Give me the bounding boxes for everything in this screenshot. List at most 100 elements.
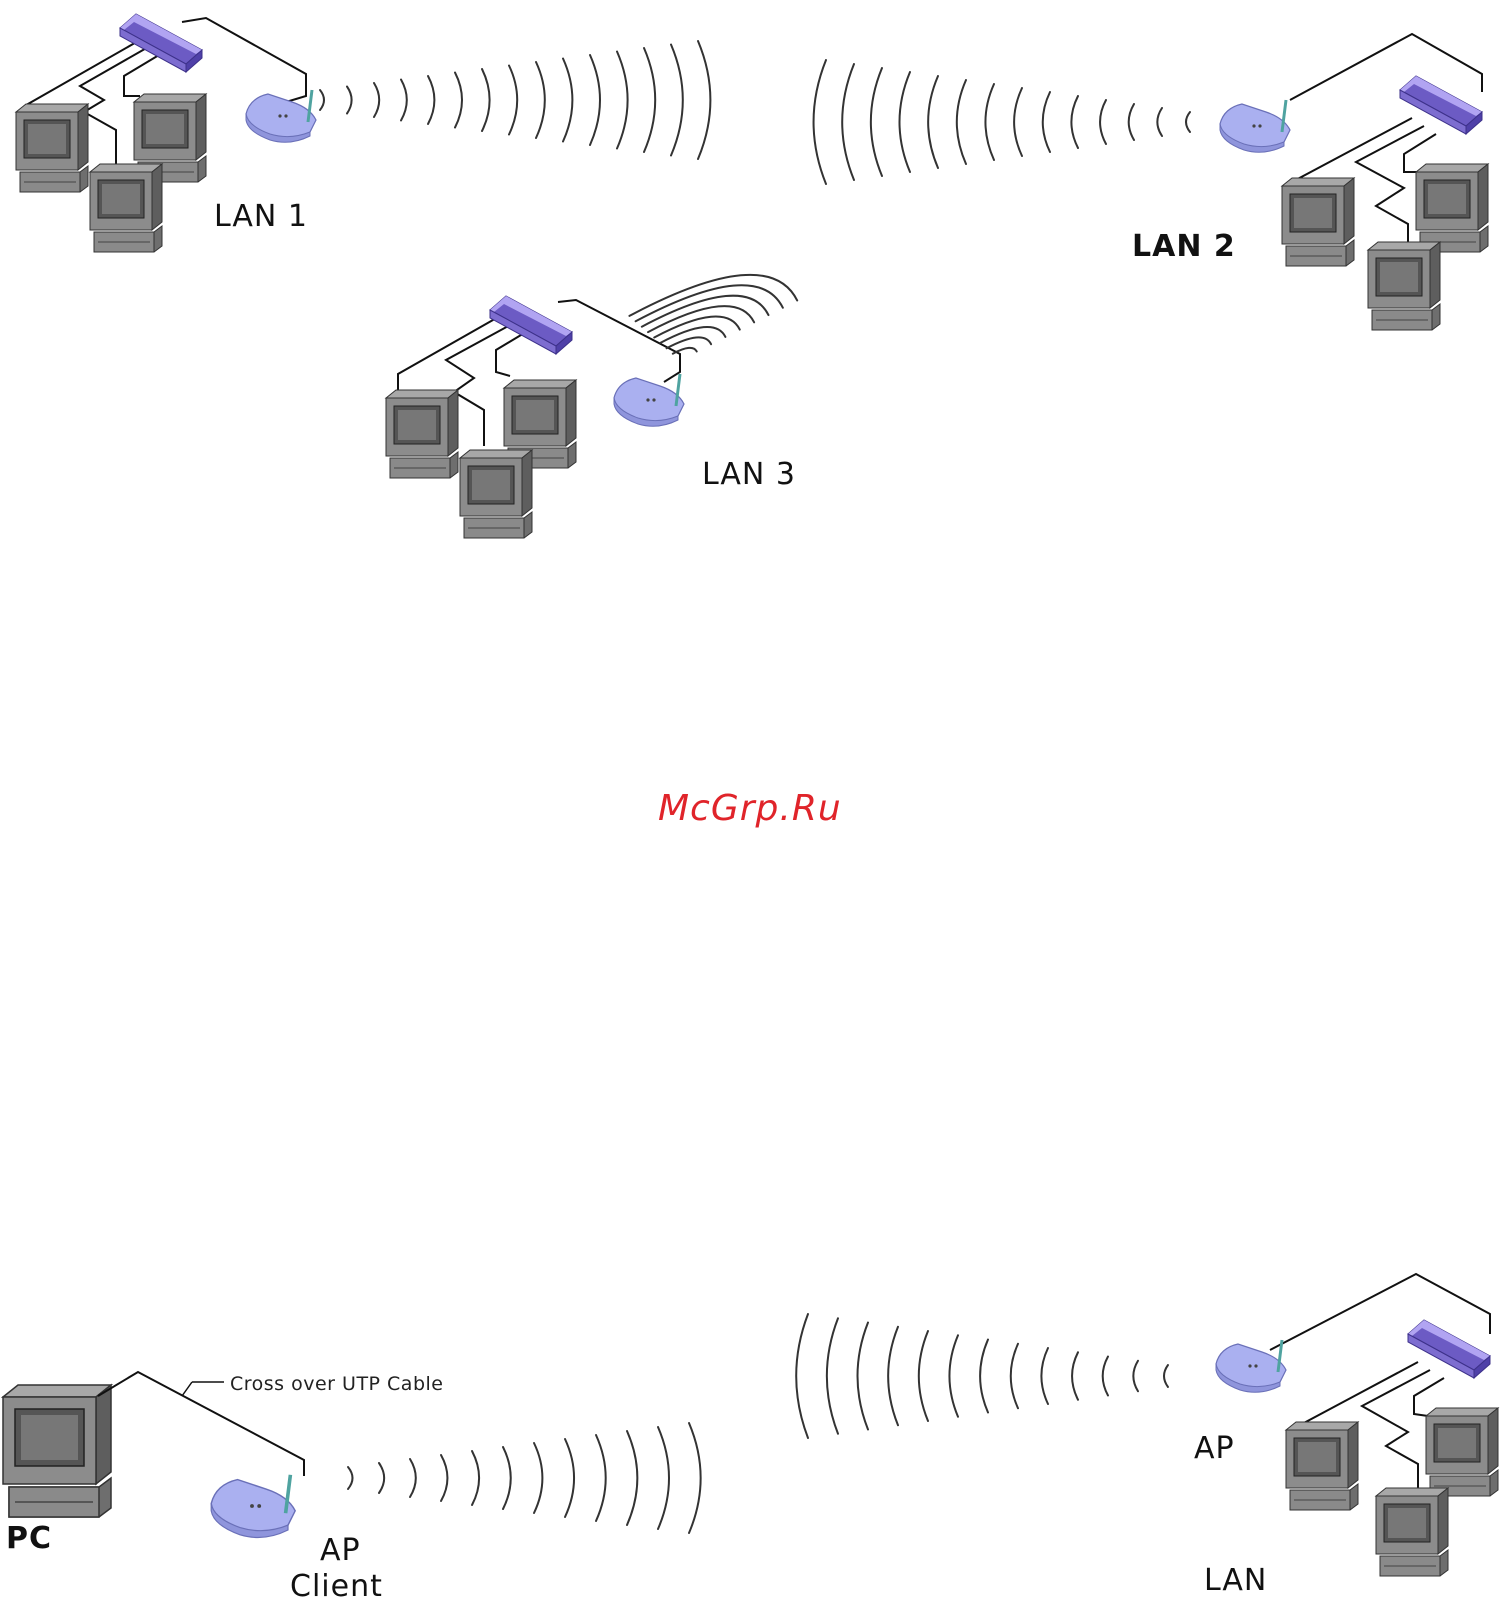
- radio-wave-icon: [455, 73, 462, 128]
- radio-wave-icon: [1041, 1348, 1048, 1404]
- cable-label: Cross over UTP Cable: [230, 1373, 443, 1395]
- desktop-computer-icon: [386, 390, 458, 478]
- radio-wave-icon: [667, 337, 712, 348]
- radio-wave-icon: [689, 1423, 701, 1533]
- ap-label: AP: [1194, 1431, 1235, 1466]
- network-switch-icon: [1400, 76, 1482, 134]
- ap-client-group: Cross over UTP Cable PC AP Client: [3, 1372, 443, 1604]
- ap-lan-group: AP LAN: [1194, 1274, 1498, 1598]
- radio-wave-icon: [658, 1427, 669, 1529]
- radio-wave-icon: [871, 68, 882, 176]
- radio-wave-icon: [1129, 104, 1134, 140]
- radio-wave-icon: [534, 1443, 542, 1513]
- lan3-label: LAN 3: [702, 457, 796, 492]
- ap-client-label-line1: AP: [320, 1533, 361, 1568]
- ap-client-label-line2: Client: [290, 1569, 383, 1604]
- radio-wave-icon: [563, 59, 572, 142]
- radio-wave-icon: [379, 1463, 384, 1493]
- lan3-cable: [558, 300, 680, 382]
- lan-cable: [1362, 1370, 1430, 1496]
- radio-wave-icon: [374, 83, 379, 117]
- radio-wave-icon: [503, 1447, 511, 1509]
- radio-wave-icon: [401, 80, 407, 121]
- lan1-group: LAN 1: [16, 14, 316, 252]
- radio-wave-icon: [888, 1327, 898, 1426]
- radio-wave-icon: [698, 41, 710, 159]
- radio-wave-icon: [842, 64, 854, 180]
- radio-wave-icon: [590, 55, 600, 145]
- lan-label: LAN: [1204, 1563, 1267, 1598]
- radio-wave-icon: [348, 1467, 353, 1489]
- radio-wave-icon: [627, 1431, 637, 1525]
- radio-wave-icon: [1072, 1352, 1078, 1400]
- network-switch-icon: [1408, 1320, 1490, 1378]
- wireless-access-point-icon: [211, 1475, 295, 1538]
- wireless-access-point-icon: [246, 90, 316, 142]
- pc-label: PC: [6, 1521, 52, 1556]
- desktop-computer-icon: [16, 104, 88, 192]
- radio-wave-icon: [1014, 88, 1022, 156]
- lan2-label: LAN 2: [1132, 229, 1236, 264]
- desktop-computer-icon: [1416, 164, 1488, 252]
- lan2-cable: [1290, 34, 1482, 100]
- radio-wave-icon: [428, 76, 434, 124]
- wireless-access-point-icon: [1220, 100, 1290, 152]
- radio-wave-icon: [509, 66, 517, 135]
- radio-wave-icon: [928, 76, 938, 168]
- radio-wave-icon: [671, 45, 683, 156]
- radio-wave-icon: [1100, 100, 1106, 144]
- lan1-cable: [124, 52, 164, 96]
- radio-wave-icon: [636, 285, 783, 321]
- lan1-label: LAN 1: [214, 199, 308, 234]
- radio-wave-icon: [1071, 96, 1078, 148]
- radio-wave-icon: [985, 84, 994, 160]
- radio-wave-icon: [482, 69, 490, 131]
- lan2-group: LAN 2: [1132, 34, 1488, 330]
- radio-wave-icon: [441, 1455, 447, 1501]
- radio-wave-icon: [1157, 108, 1162, 136]
- radio-wave-icon: [320, 90, 324, 110]
- lan3-cable: [496, 332, 526, 376]
- radio-wave-icon: [644, 48, 655, 152]
- desktop-computer-icon: [460, 450, 532, 538]
- radio-wave-icon: [347, 87, 352, 114]
- radio-wave-icon: [596, 1435, 606, 1521]
- radio-wave-icon: [1011, 1344, 1018, 1409]
- desktop-computer-icon: [3, 1385, 111, 1517]
- lan3-cable: [398, 316, 500, 392]
- desktop-computer-icon: [1282, 178, 1354, 266]
- radio-wave-icon: [565, 1439, 574, 1517]
- wireless-access-point-icon: [614, 374, 684, 426]
- radio-wave-icon: [1164, 1365, 1168, 1387]
- radio-wave-icon: [673, 348, 697, 354]
- radio-wave-icon: [536, 62, 545, 138]
- desktop-computer-icon: [90, 164, 162, 252]
- watermark-text: McGrp.Ru: [658, 788, 842, 829]
- radio-wave-icon: [1133, 1361, 1138, 1392]
- radio-wave-icon: [900, 72, 911, 172]
- radio-wave-icon: [796, 1314, 808, 1438]
- radio-wave-icon: [827, 1318, 838, 1434]
- radio-wave-icon: [472, 1451, 479, 1505]
- lan3-group: LAN 3: [386, 296, 796, 538]
- network-switch-icon: [120, 14, 202, 72]
- lan1-cable: [182, 18, 306, 102]
- desktop-computer-icon: [1376, 1488, 1448, 1576]
- radio-waves: [320, 41, 1190, 1533]
- radio-wave-icon: [919, 1331, 928, 1421]
- radio-wave-icon: [1186, 112, 1190, 132]
- radio-wave-icon: [949, 1335, 958, 1417]
- radio-wave-icon: [1043, 92, 1050, 152]
- radio-wave-icon: [980, 1340, 988, 1413]
- radio-wave-icon: [617, 52, 628, 149]
- lan2-cable: [1356, 126, 1424, 250]
- radio-wave-icon: [410, 1459, 416, 1497]
- radio-wave-icon: [858, 1323, 869, 1430]
- radio-wave-icon: [814, 60, 826, 184]
- desktop-computer-icon: [1426, 1408, 1498, 1496]
- radio-wave-icon: [654, 317, 740, 338]
- desktop-computer-icon: [1286, 1422, 1358, 1510]
- radio-wave-icon: [1103, 1357, 1108, 1396]
- radio-wave-icon: [957, 80, 966, 164]
